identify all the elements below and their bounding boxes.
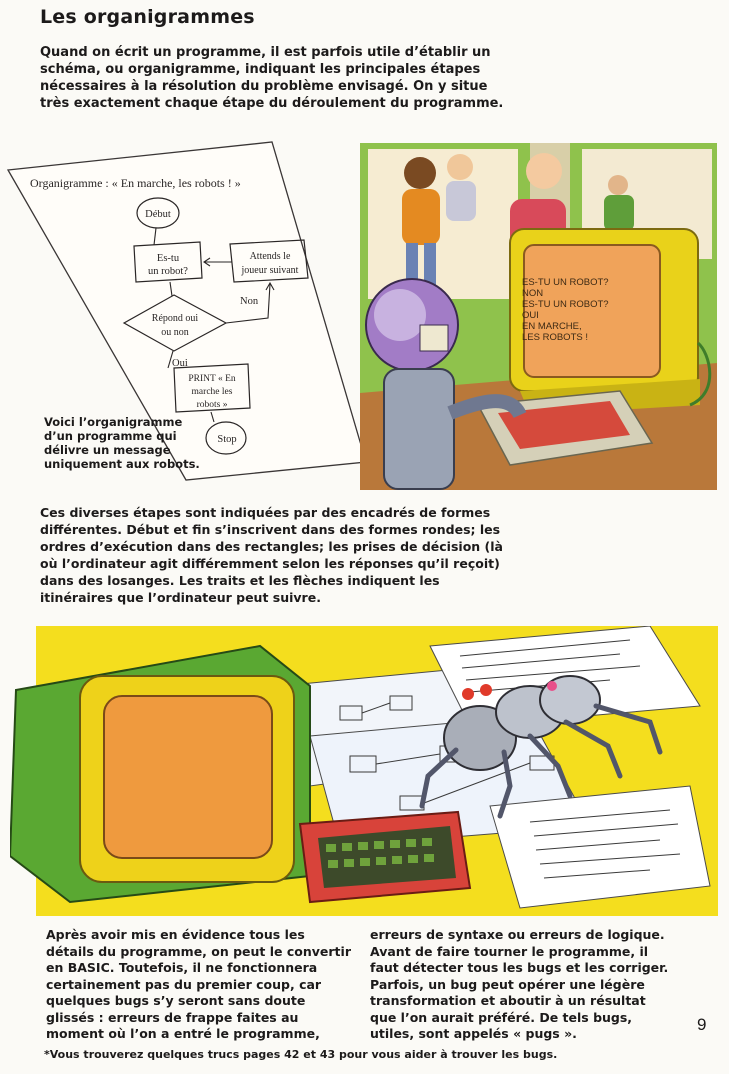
page-title: Les organigrammes: [40, 6, 255, 28]
decision-label-1: Répond oui: [152, 313, 199, 324]
screen-line: NON: [522, 288, 544, 299]
question-label-1: Es-tu: [157, 253, 180, 264]
screen-line: LES ROBOTS !: [522, 332, 588, 343]
computer-screen-text: ES-TU UN ROBOT? NON ES-TU UN ROBOT? OUI …: [522, 277, 642, 377]
stop-node: [205, 421, 247, 455]
start-label: Début: [145, 209, 171, 220]
screen-line: ES-TU UN ROBOT?: [522, 299, 609, 310]
no-label: Non: [240, 296, 259, 307]
print-label-3: robots »: [197, 400, 228, 410]
decision-diamond: [122, 294, 228, 352]
stop-label: Stop: [217, 434, 236, 445]
wait-label-1: Attends le: [250, 251, 291, 262]
start-node: [136, 197, 180, 229]
print-label-1: PRINT « En: [188, 374, 236, 384]
bug-computer-illustration: [10, 626, 718, 916]
wait-box: [229, 239, 309, 283]
wait-label-2: joueur suivant: [241, 265, 299, 276]
screen-line: OUI: [522, 310, 539, 321]
decision-label-2: ou non: [161, 327, 189, 338]
print-label-2: marche les: [192, 387, 233, 397]
screen-line: EN MARCHE,: [522, 321, 582, 332]
print-box: [173, 363, 251, 413]
yes-label: Oui: [172, 358, 188, 369]
question-label-2: un robot?: [148, 266, 188, 277]
flowchart-caption: Voici l’organigramme d’un programme qui …: [44, 415, 200, 471]
robot-computer-illustration: [360, 143, 717, 490]
question-box: [133, 241, 203, 283]
text-column-1: Après avoir mis en évidence tous les dét…: [46, 927, 351, 1041]
footnote: *Vous trouverez quelques trucs pages 42 …: [44, 1048, 558, 1061]
text-column-2: erreurs de syntaxe ou erreurs de logique…: [370, 927, 669, 1041]
flowchart-illustration: Organigramme : « En marche, les robots !…: [6, 141, 367, 481]
intro-paragraph: Quand on écrit un programme, il est parf…: [40, 45, 504, 111]
page-number: 9: [697, 1015, 707, 1034]
screen-line: ES-TU UN ROBOT?: [522, 277, 609, 288]
middle-paragraph: Ces diverses étapes sont indiquées par d…: [40, 505, 503, 605]
flowchart-heading: Organigramme : « En marche, les robots !…: [30, 176, 241, 190]
